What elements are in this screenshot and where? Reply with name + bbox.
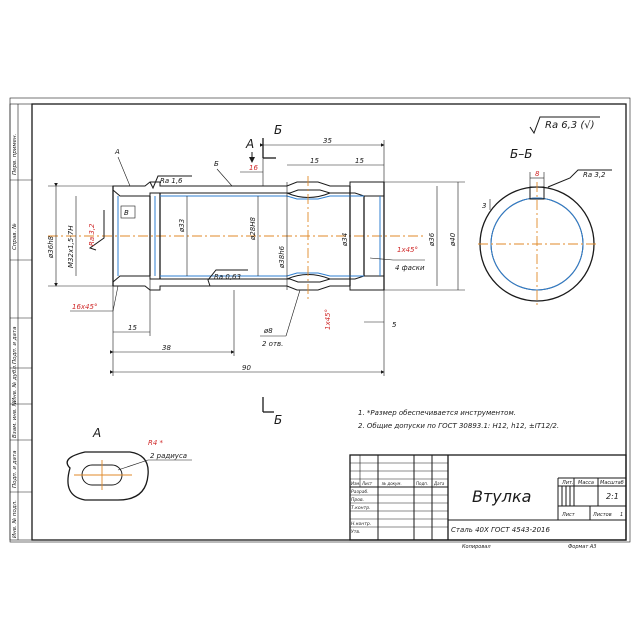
cut-label-b-bottom: Б bbox=[274, 413, 282, 427]
tb-role-approve: Утв. bbox=[351, 529, 360, 535]
tb-sheets-value: 1 bbox=[620, 512, 623, 518]
tb-col-date: Дата bbox=[433, 481, 445, 486]
note-2: 2. Общие допуски по ГОСТ 30893.1: H12, h… bbox=[358, 422, 559, 430]
tb-role-check: Пров. bbox=[351, 497, 364, 503]
side-label-6: Подп. и дата bbox=[12, 450, 18, 488]
tb-role-dev: Разраб. bbox=[351, 489, 369, 495]
tb-scale-value: 2:1 bbox=[606, 492, 619, 501]
tb-part-name: Втулка bbox=[472, 487, 531, 506]
detail-radius: R4 * bbox=[148, 439, 164, 447]
cut-label-b-top: Б bbox=[274, 123, 282, 137]
dim-dia40: ø40 bbox=[449, 232, 457, 247]
label-B-leader: Б bbox=[214, 160, 219, 168]
dim-chamfer-right: 1x45° bbox=[397, 246, 418, 254]
dim-dia38h6: ø38h6 bbox=[278, 245, 286, 269]
side-label-2: Справ. № bbox=[12, 223, 18, 250]
note-1: 1. *Размер обеспечивается инструментом. bbox=[358, 409, 516, 417]
tb-mass-header: Масса bbox=[578, 480, 594, 486]
roughness-ra32: Ra 3,2 bbox=[88, 223, 96, 246]
dim-15a: 15 bbox=[310, 157, 319, 165]
tb-col-izm: Изм. bbox=[351, 481, 360, 486]
dim-5: 5 bbox=[392, 321, 397, 329]
cut-label-A: A bbox=[245, 137, 254, 151]
dim-38: 38 bbox=[162, 344, 171, 352]
tb-sheets-label: Листов bbox=[592, 512, 612, 518]
title-block: Изм. Лист № докум. Подп. Дата Разраб. Пр… bbox=[349, 454, 627, 550]
general-roughness-text: Ra 6,3 (√) bbox=[545, 120, 595, 131]
dim-thread: M32x1,5-7H bbox=[67, 225, 75, 268]
dim-holes: 2 отв. bbox=[262, 340, 283, 348]
tb-sheet-label: Лист bbox=[561, 512, 576, 518]
dim-15b: 15 bbox=[355, 157, 364, 165]
detail-view-A: A R4 * 2 радиуса bbox=[66, 426, 192, 501]
tb-col-sign: Подп. bbox=[416, 481, 428, 486]
tb-role-ncontrol: Н.контр. bbox=[351, 521, 371, 527]
dim-dia28H8: ø28H8 bbox=[249, 217, 257, 241]
tb-role-tcontrol: Т.контр. bbox=[351, 505, 371, 511]
dim-chamfer-left: 16x45° bbox=[72, 303, 97, 311]
tb-lit-header: Лит. bbox=[561, 480, 574, 486]
cut-marks: A Б Б bbox=[245, 123, 282, 427]
tb-copied: Копировал bbox=[462, 544, 491, 550]
side-label-3: Подп. и дата bbox=[12, 326, 18, 364]
label-A-leader: A bbox=[114, 148, 120, 156]
general-roughness: Ra 6,3 (√) bbox=[529, 116, 600, 135]
side-label-4: Инв. № дубл. bbox=[12, 364, 18, 402]
main-view: ø36h8 M32x1,5-7H ø33 ø28H8 ø38h6 ø34 ø36… bbox=[47, 137, 465, 376]
side-label-7: Инв. № подл. bbox=[12, 500, 18, 538]
side-label-1: Перв. примен. bbox=[12, 133, 18, 175]
tb-material: Сталь 40Х ГОСТ 4543-2016 bbox=[451, 526, 551, 534]
dim-dia36h8: ø36h8 bbox=[47, 235, 55, 259]
dim-dia36: ø36 bbox=[428, 232, 436, 247]
dim-15-bottom: 15 bbox=[128, 324, 137, 332]
dim-dia34: ø34 bbox=[341, 233, 349, 247]
roughness-ra063: Ra 0,63 bbox=[214, 273, 241, 281]
dim-90: 90 bbox=[242, 364, 251, 372]
side-strip: Перв. примен. Справ. № Подп. и дата Инв.… bbox=[9, 103, 33, 541]
section-title: Б–Б bbox=[510, 147, 532, 161]
wall-bottom bbox=[112, 275, 385, 291]
detail-note: 2 радиуса bbox=[150, 452, 187, 460]
side-label-5: Взам. инв. № bbox=[12, 400, 18, 438]
dim-dia33: ø33 bbox=[178, 219, 186, 233]
dim-chamfer-right-note: 4 фаски bbox=[395, 264, 425, 272]
wall-top bbox=[112, 181, 385, 197]
dim-dia8: ø8 bbox=[263, 327, 273, 335]
section-roughness: Ra 3,2 bbox=[583, 171, 606, 179]
section-dim-3: 3 bbox=[482, 202, 486, 210]
dim-16: 16 bbox=[249, 164, 258, 172]
label-V: В bbox=[124, 209, 129, 217]
detail-title: A bbox=[92, 426, 101, 440]
notes: 1. *Размер обеспечивается инструментом. … bbox=[358, 409, 559, 430]
section-dim-8: 8 bbox=[535, 170, 540, 178]
dim-chamfer-bottom: 1x45° bbox=[324, 309, 332, 330]
dim-35: 35 bbox=[323, 137, 332, 145]
section-view: Б–Б 8 3 Ra 3,2 bbox=[478, 147, 612, 306]
tb-col-doc: № докум. bbox=[381, 481, 402, 486]
roughness-ra16: Ra 1,6 bbox=[160, 177, 183, 185]
tb-format: Формат A3 bbox=[568, 544, 596, 550]
tb-scale-header: Масштаб bbox=[600, 480, 624, 486]
tb-col-list: Лист bbox=[361, 481, 373, 486]
